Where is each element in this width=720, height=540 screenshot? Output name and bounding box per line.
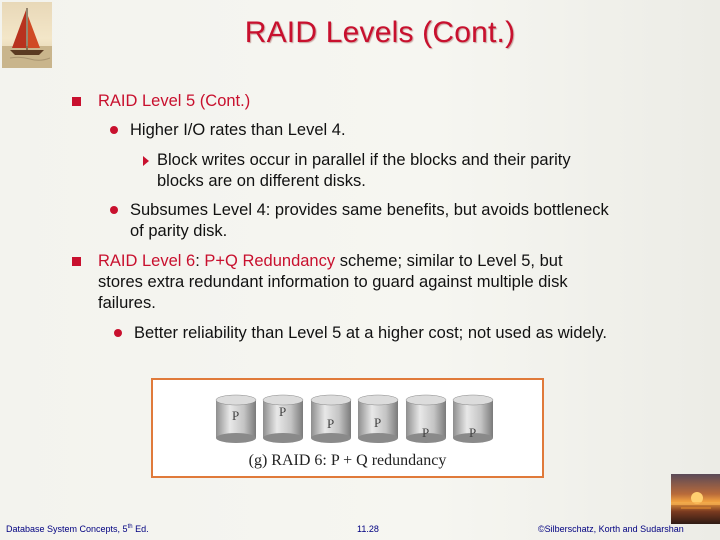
bullet-subsumes: Subsumes Level 4: provides same benefits… (130, 200, 690, 242)
sailboat-logo (2, 2, 52, 68)
bullet-better-reliability: Better reliability than Level 5 at a hig… (134, 324, 607, 342)
disk-label: P (279, 404, 286, 419)
sunset-image (671, 474, 720, 524)
bullet-raid6: RAID Level 6: P+Q Redundancy scheme; sim… (98, 251, 698, 314)
bullet-raid6-line2: stores extra redundant information to gu… (98, 273, 568, 291)
footer-copyright: ©Silberschatz, Korth and Sudarshan (538, 524, 684, 534)
dot-bullet-icon (114, 329, 122, 337)
slide-title: RAID Levels (Cont.) (244, 16, 516, 49)
figure-caption: (g) RAID 6: P + Q redundancy (248, 452, 447, 469)
disk-label: P (327, 416, 334, 431)
bullet-block-writes: Block writes occur in parallel if the bl… (157, 150, 677, 192)
disk-label: P (374, 415, 381, 430)
disk-icon: P (357, 394, 399, 443)
footer-book-title-text: Database System Concepts, 5 (6, 524, 128, 534)
dot-bullet-icon (110, 126, 118, 134)
disk-label: P (232, 408, 239, 423)
disk-icon: P (405, 394, 447, 443)
bullet-raid6-line1: RAID Level 6: P+Q Redundancy scheme; sim… (98, 251, 698, 272)
footer-edition-sup: th (127, 524, 133, 530)
dot-bullet-icon (110, 206, 118, 214)
bullet-raid6-line3: failures. (98, 294, 156, 312)
raid6-line1-rest: scheme; similar to Level 5, but (335, 252, 563, 270)
raid6-figure: P P P P (151, 378, 544, 478)
triangle-bullet-icon (143, 156, 149, 166)
bullet-block-writes-line1: Block writes occur in parallel if the bl… (157, 151, 571, 169)
disk-icon: P (452, 394, 494, 443)
footer-book-title: Database System Concepts, 5th Ed. (6, 524, 149, 534)
bullet-higher-io: Higher I/O rates than Level 4. (130, 121, 346, 139)
raid6-colon: : (195, 252, 205, 270)
bullet-subsumes-line2: of parity disk. (130, 222, 228, 240)
footer-book-title-end: Ed. (132, 524, 149, 534)
bullet-block-writes-line2: blocks are on different disks. (157, 172, 366, 190)
disk-icon: P (310, 394, 352, 443)
disk-array-diagram: P P P P (215, 394, 494, 443)
pq-redundancy-term: P+Q Redundancy (204, 252, 336, 270)
disk-icon: P (262, 394, 304, 443)
disk-icon: P (215, 394, 257, 443)
raid6-term: RAID Level 6 (98, 252, 196, 270)
square-bullet-icon (72, 97, 81, 106)
square-bullet-icon (72, 257, 81, 266)
disk-label: P (422, 425, 429, 440)
footer-page-number: 11.28 (357, 524, 379, 534)
bullet-raid5-heading: RAID Level 5 (Cont.) (98, 92, 251, 110)
bullet-subsumes-line1: Subsumes Level 4: provides same benefits… (130, 201, 609, 219)
disk-label: P (469, 425, 476, 440)
